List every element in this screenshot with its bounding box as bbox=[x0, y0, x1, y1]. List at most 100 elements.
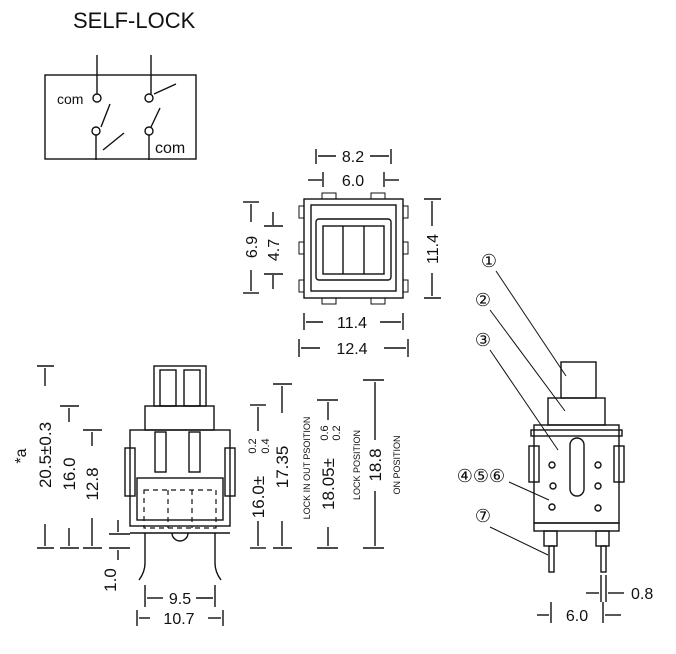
tab-bottom-right bbox=[370, 297, 386, 305]
tab-bottom-left bbox=[321, 297, 337, 305]
side-hole-5 bbox=[548, 503, 556, 511]
side-view: ① ② ③ ④⑤⑥ ⑦ 0.8 6.0 bbox=[457, 251, 654, 625]
front-cap-shoulder bbox=[144, 405, 215, 431]
dim-6-9-label: 6.9 bbox=[244, 236, 261, 258]
dim-16-0-lock-pm: ± bbox=[249, 476, 268, 485]
drawing-title: SELF-LOCK bbox=[73, 8, 196, 33]
callout-1: ① bbox=[481, 251, 497, 271]
side-pin-shoulder-right bbox=[595, 530, 610, 547]
front-body bbox=[129, 429, 231, 527]
dim-18-05-label: 18.05± bbox=[319, 458, 338, 510]
callout-3-leader bbox=[489, 349, 559, 451]
callout-2: ② bbox=[475, 290, 491, 310]
tab-left-bottom bbox=[298, 279, 305, 293]
callout-7: ⑦ bbox=[475, 506, 491, 526]
side-pin-left bbox=[548, 545, 555, 573]
tab-right-top bbox=[402, 205, 409, 219]
right-common-contact bbox=[144, 126, 154, 136]
top-view: 8.2 6.0 11.4 12.4 6.9 4.7 bbox=[243, 149, 442, 358]
side-pin-shoulder-left bbox=[543, 530, 558, 547]
callout-7-leader bbox=[489, 526, 549, 556]
front-plunger bbox=[153, 365, 207, 407]
front-window-right bbox=[188, 431, 201, 473]
callout-1-leader bbox=[495, 270, 567, 377]
front-latch-left bbox=[124, 447, 136, 497]
switch-schematic: com com bbox=[44, 55, 197, 160]
schematic-frame bbox=[44, 74, 197, 160]
left-switch-contact bbox=[91, 126, 101, 136]
front-pin-left bbox=[138, 533, 146, 581]
callout-456-leader bbox=[508, 481, 550, 501]
front-latch-right bbox=[224, 447, 236, 497]
callout-456: ④⑤⑥ bbox=[457, 466, 505, 486]
top-view-cap bbox=[322, 225, 385, 275]
tab-top-right bbox=[370, 192, 386, 200]
front-plunger-slot-left bbox=[159, 369, 177, 407]
com-label-top: com bbox=[57, 91, 83, 107]
top-view-cap-outer bbox=[315, 218, 392, 281]
tab-left-mid bbox=[298, 241, 305, 255]
dim-18-05-value: 18.05 bbox=[319, 467, 338, 510]
side-hole-4 bbox=[594, 482, 602, 490]
dim-6-0-label: 6.0 bbox=[342, 173, 364, 190]
dim-0-8-label: 0.8 bbox=[631, 586, 653, 603]
top-view-body bbox=[303, 198, 404, 299]
dim-11-4v-label: 11.4 bbox=[425, 234, 442, 264]
side-latch-left bbox=[528, 445, 540, 483]
top-view-inner-frame bbox=[310, 204, 397, 292]
side-hole-6 bbox=[594, 504, 602, 512]
left-pole-arm bbox=[100, 103, 111, 128]
side-latch-right bbox=[613, 445, 625, 483]
tab-top-left bbox=[321, 192, 337, 200]
dim-16-0-lock-tol-minus: 0.4 bbox=[260, 438, 272, 453]
dim-18-05-tol-plus: 0.6 bbox=[319, 425, 331, 440]
side-cap-shoulder bbox=[547, 397, 606, 426]
dim-16-0-lock-tol-plus: 0.2 bbox=[247, 438, 259, 453]
callout-3: ③ bbox=[475, 330, 491, 350]
front-view: 20.5±0.3 *a 16.0 12.8 1.0 9.5 10.7 bbox=[13, 365, 236, 628]
left-actuation-arrow bbox=[102, 132, 125, 151]
dim-8-2-label: 8.2 bbox=[342, 149, 364, 166]
dim-12-8-label: 12.8 bbox=[83, 467, 102, 500]
tab-right-mid bbox=[402, 241, 409, 255]
front-pin-right bbox=[214, 533, 222, 581]
side-body-rim bbox=[530, 429, 623, 437]
tab-right-bottom bbox=[402, 279, 409, 293]
front-hidden-slider bbox=[143, 489, 217, 529]
callout-2-leader bbox=[489, 309, 566, 412]
dim-6-0-side-label: 6.0 bbox=[566, 608, 588, 625]
dim-1-0-label: 1.0 bbox=[101, 568, 120, 592]
dim-18-05-tol-minus: 0.2 bbox=[331, 425, 343, 440]
dim-9-5-label: 9.5 bbox=[169, 591, 191, 608]
side-hole-2 bbox=[594, 461, 602, 469]
front-window-left bbox=[154, 431, 167, 473]
a-note: *a bbox=[13, 448, 30, 463]
dim-20-5-tolerance: ±0.3 bbox=[36, 422, 55, 455]
tab-left-top bbox=[298, 205, 305, 219]
side-hole-3 bbox=[549, 482, 557, 490]
right-actuation-arrow bbox=[153, 83, 177, 95]
side-hole-1 bbox=[548, 461, 556, 469]
com-label-bottom: com bbox=[155, 140, 185, 157]
left-common-contact bbox=[92, 93, 102, 103]
dim-16-0-lock-label: 16.0± bbox=[249, 476, 268, 518]
side-body bbox=[533, 424, 620, 524]
front-plunger-slot-right bbox=[183, 369, 201, 407]
side-base bbox=[533, 522, 620, 532]
dim-10-7-label: 10.7 bbox=[163, 611, 194, 628]
side-pin-right bbox=[600, 545, 607, 573]
dim-12-4-label: 12.4 bbox=[336, 341, 367, 358]
right-pole-arm bbox=[150, 107, 161, 128]
lock-position-label: LOCK POSITION bbox=[352, 430, 362, 500]
on-position-label: ON POSITION bbox=[392, 435, 402, 494]
front-base-notch bbox=[171, 532, 189, 542]
dim-17-35-label: 17.35 bbox=[273, 446, 292, 489]
dim-20-5-label: 20.5±0.3 bbox=[36, 422, 55, 488]
dim-4-7-label: 4.7 bbox=[266, 239, 283, 261]
dim-16-0-lock-value: 16.0 bbox=[249, 485, 268, 518]
dim-16-0-label: 16.0 bbox=[60, 457, 79, 490]
height-dimensions: 16.0± 0.2 0.4 17.35 LOCK IN OUT PSOITION… bbox=[247, 379, 402, 549]
right-upper-contact bbox=[144, 93, 154, 103]
